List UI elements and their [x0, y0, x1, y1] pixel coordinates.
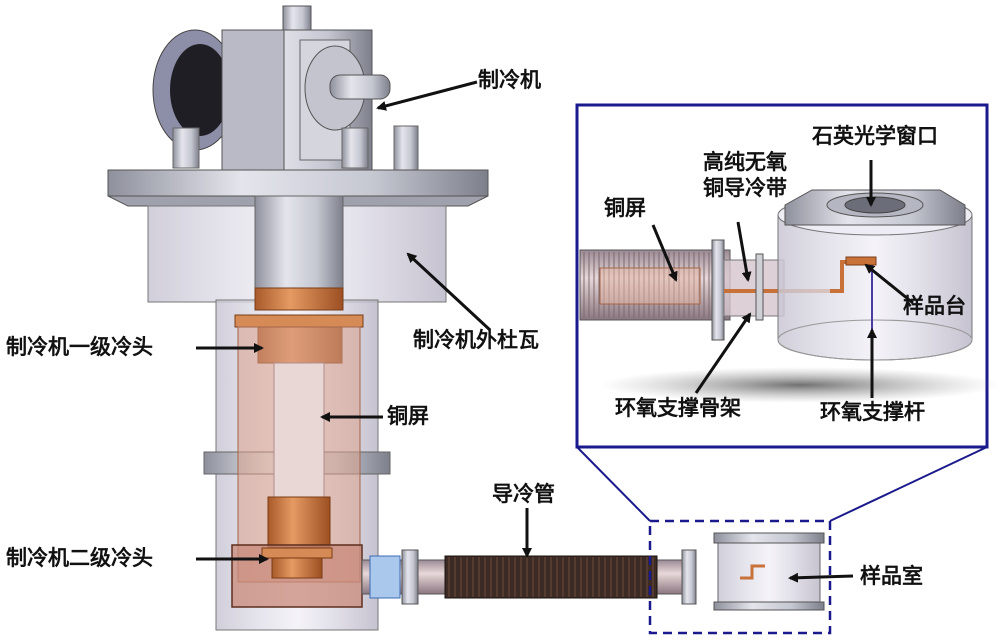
- inset-drawing: [579, 189, 1000, 403]
- label-quartz-window: 石英光学窗口: [812, 124, 938, 148]
- label-copper-shield-inset: 铜屏: [604, 196, 646, 220]
- label-outer-column: 制冷机外杜瓦: [413, 328, 539, 352]
- sample-chamber-small: [713, 532, 825, 611]
- label-copper-shield: 铜屏: [387, 404, 429, 428]
- cryocooler-head: [152, 5, 419, 171]
- label-second-stage: 制冷机二级冷头: [6, 546, 153, 570]
- label-epoxy-rod: 环氧支撑杆: [820, 400, 925, 424]
- second-stage-body: [267, 496, 331, 548]
- inset-connector-right: [829, 446, 988, 522]
- annotation-arrows: [196, 80, 914, 583]
- inset-connector-left: [576, 446, 651, 522]
- label-cryocooler: 制冷机: [478, 68, 541, 92]
- cold-conduit: [361, 549, 697, 605]
- label-epoxy-frame: 环氧支撑骨架: [615, 396, 741, 420]
- inset-source-box: [648, 519, 832, 635]
- label-cold-strap-line2: 铜导冷带: [703, 176, 787, 200]
- label-sample-chamber: 样品室: [860, 564, 923, 588]
- label-first-stage: 制冷机一级冷头: [6, 335, 153, 359]
- label-cold-conduit: 导冷管: [492, 482, 555, 506]
- second-stage-tube: [273, 362, 325, 499]
- label-cold-strap-line1: 高纯无氧: [703, 150, 787, 174]
- label-sample-stage: 样品台: [903, 294, 966, 318]
- cold-head-shaft: [254, 195, 344, 289]
